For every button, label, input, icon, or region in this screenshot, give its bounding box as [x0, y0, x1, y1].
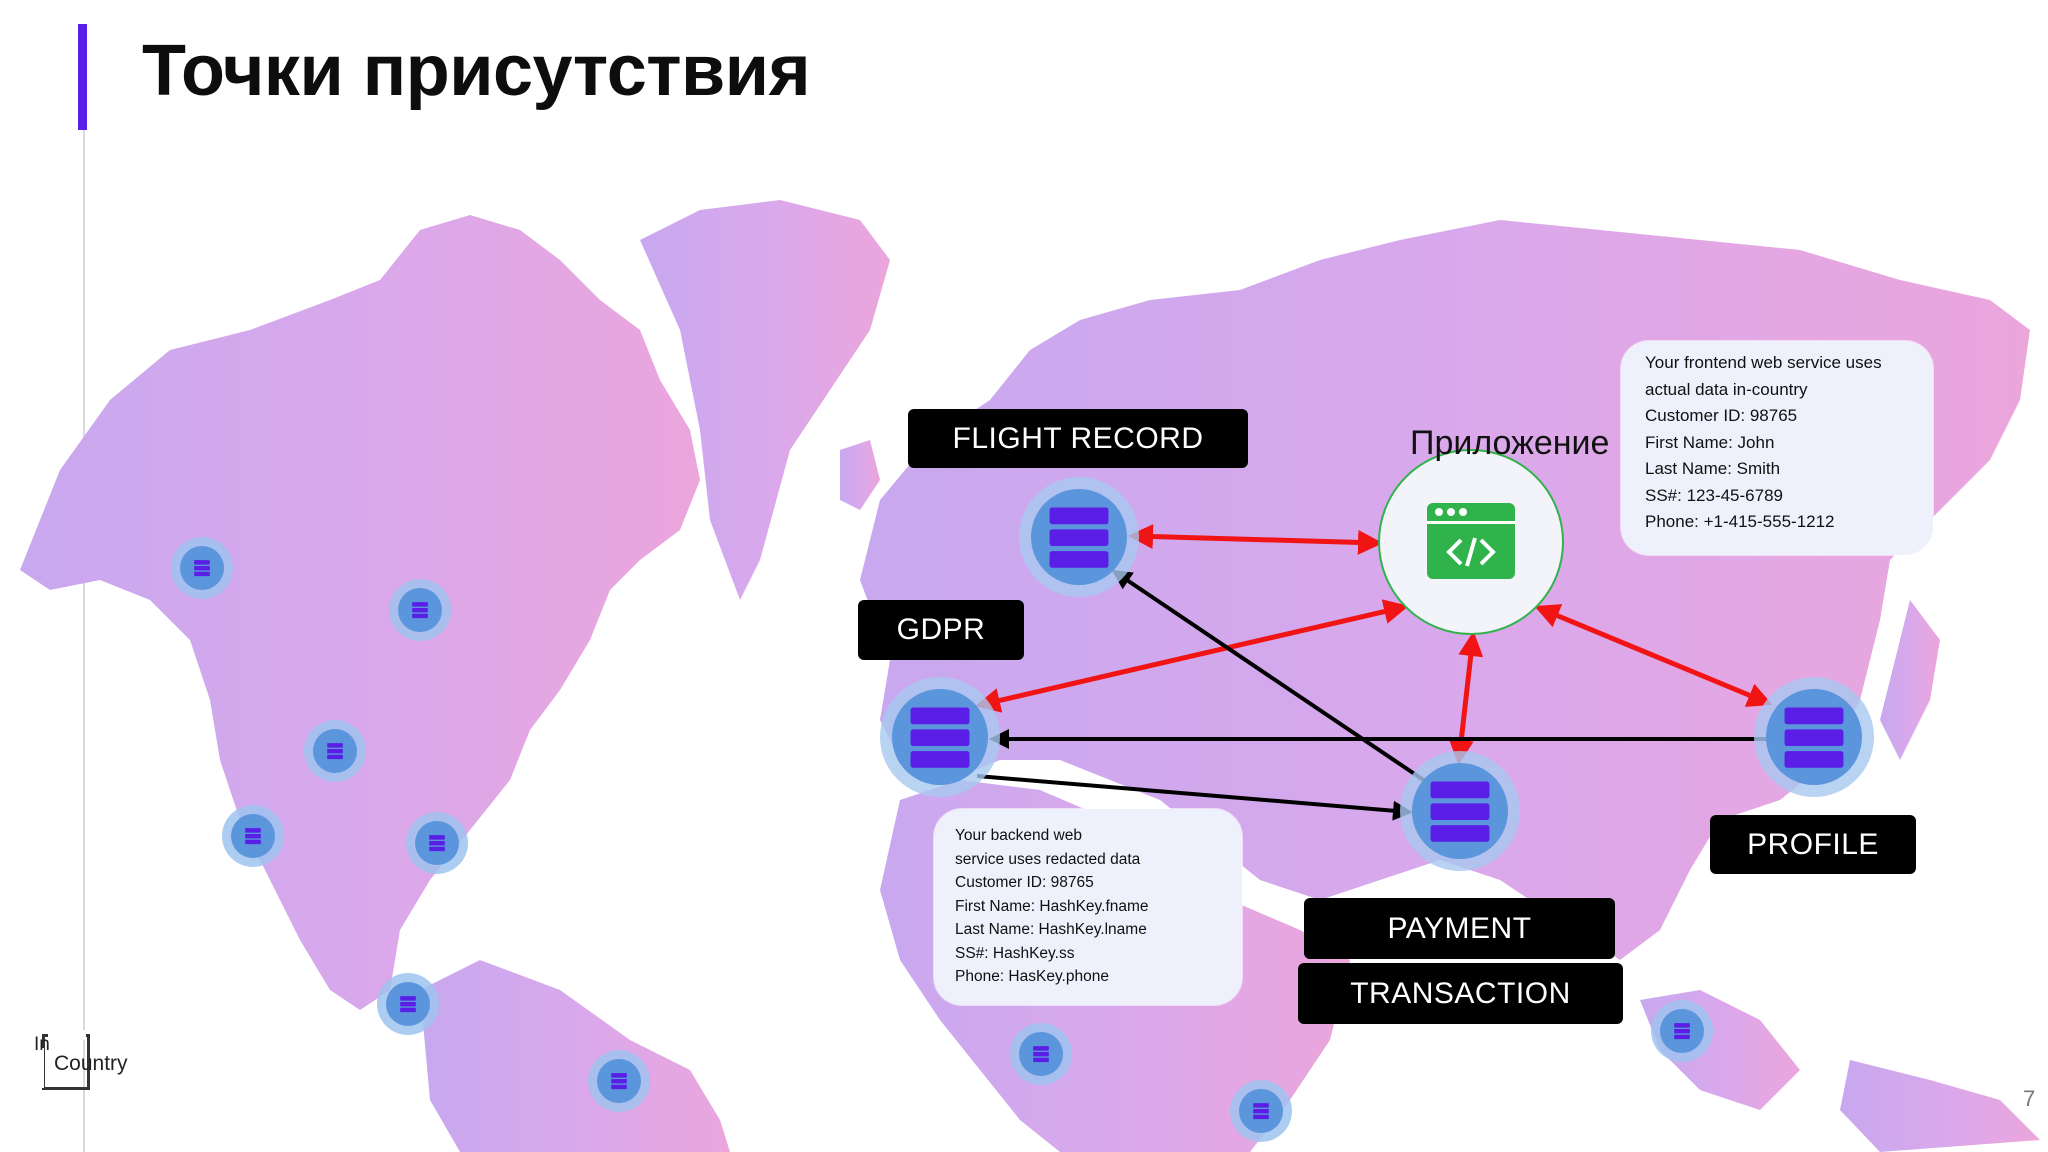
server-stack-icon: [1430, 781, 1490, 842]
label-gdpr: GDPR: [858, 600, 1024, 660]
arrow-gdpr-payment: [976, 774, 1413, 821]
presence-point: [377, 973, 439, 1035]
server-stack-icon: [194, 560, 210, 577]
server-nodes: [880, 477, 1874, 871]
label-flight-record: FLIGHT RECORD: [908, 409, 1248, 468]
frontend-note-line: Phone: +1-415-555-1212: [1645, 512, 1835, 531]
backend-note-line: service uses redacted data: [955, 850, 1141, 868]
backend-note-line: Customer ID: 98765: [955, 874, 1094, 891]
frontend-note-line: SS#: 123-45-6789: [1645, 485, 1783, 505]
frontend-note-line: Last Name: Smith: [1645, 459, 1781, 478]
title-accent-bar: [78, 24, 87, 130]
server-stack-icon: [1674, 1023, 1690, 1040]
arrow-app-gdpr: [975, 599, 1409, 713]
server-stack-icon: [1253, 1103, 1269, 1120]
server-node-flight: [1019, 477, 1139, 597]
server-stack-icon: [429, 835, 445, 852]
presence-point: [406, 812, 468, 874]
app-node: [1378, 449, 1564, 635]
presence-point: [171, 537, 233, 599]
presence-points: [171, 537, 1713, 1142]
presence-point: [222, 805, 284, 867]
server-stack-icon: [1784, 707, 1844, 768]
backend-note-line: SS#: HashKey.ss: [955, 944, 1075, 962]
server-stack-icon: [910, 707, 970, 768]
backend-note-line: First Name: HashKey.fname: [955, 897, 1149, 915]
logo-prefix: In: [34, 1034, 50, 1055]
presence-point: [1010, 1023, 1072, 1085]
logo-name: Country: [54, 1052, 128, 1075]
left-divider-line: [83, 130, 85, 1152]
server-stack-icon: [611, 1073, 627, 1090]
server-node-gdpr: [880, 677, 1000, 797]
server-stack-icon: [327, 743, 343, 760]
frontend-note-line: Customer ID: 98765: [1645, 406, 1798, 425]
label-transaction: TRANSACTION: [1298, 963, 1623, 1024]
continent-north-america: [20, 215, 700, 1010]
presence-point: [1230, 1080, 1292, 1142]
incountry-logo: In Country: [34, 1030, 144, 1092]
backend-note-line: Last Name: HashKey.lname: [955, 921, 1147, 938]
presence-point: [389, 579, 451, 641]
server-stack-icon: [245, 828, 261, 845]
backend-note-line: Your backend web: [955, 827, 1082, 844]
server-node-payment: [1400, 751, 1520, 871]
server-stack-icon: [400, 996, 416, 1013]
frontend-note-line: actual data in-country: [1645, 379, 1808, 399]
arrow-app-flight-record: [1128, 524, 1383, 555]
app-label: Приложение: [1410, 424, 1610, 462]
slide-title: Точки присутствия: [142, 31, 811, 111]
code-window-icon: [1427, 503, 1515, 579]
label-profile: PROFILE: [1710, 815, 1916, 874]
server-node-profile: [1754, 677, 1874, 797]
frontend-note-line: Your frontend web service uses: [1645, 353, 1882, 372]
frontend-note-line: First Name: John: [1645, 432, 1775, 452]
server-stack-icon: [1033, 1046, 1049, 1063]
label-payment: PAYMENT: [1304, 898, 1615, 959]
connection-arrows: [975, 524, 1773, 821]
server-stack-icon: [1049, 507, 1109, 568]
continent-south-america: [420, 960, 730, 1152]
island-japan: [1880, 600, 1940, 760]
frontend-note: Your frontend web service uses actual da…: [1621, 341, 1933, 555]
continent-greenland: [640, 200, 890, 600]
arrow-app-profile: [1534, 604, 1773, 707]
presence-point: [588, 1050, 650, 1112]
backend-note: Your backend web service uses redacted d…: [934, 809, 1242, 1005]
presence-point: [1651, 1000, 1713, 1062]
backend-note-line: Phone: HasKey.phone: [955, 968, 1109, 985]
island-oceania: [1840, 1060, 2040, 1152]
presence-point: [304, 720, 366, 782]
island-uk: [840, 440, 880, 510]
arrow-payment-flight-record: [1111, 569, 1427, 783]
server-stack-icon: [412, 602, 428, 619]
page-number: 7: [2023, 1086, 2036, 1111]
